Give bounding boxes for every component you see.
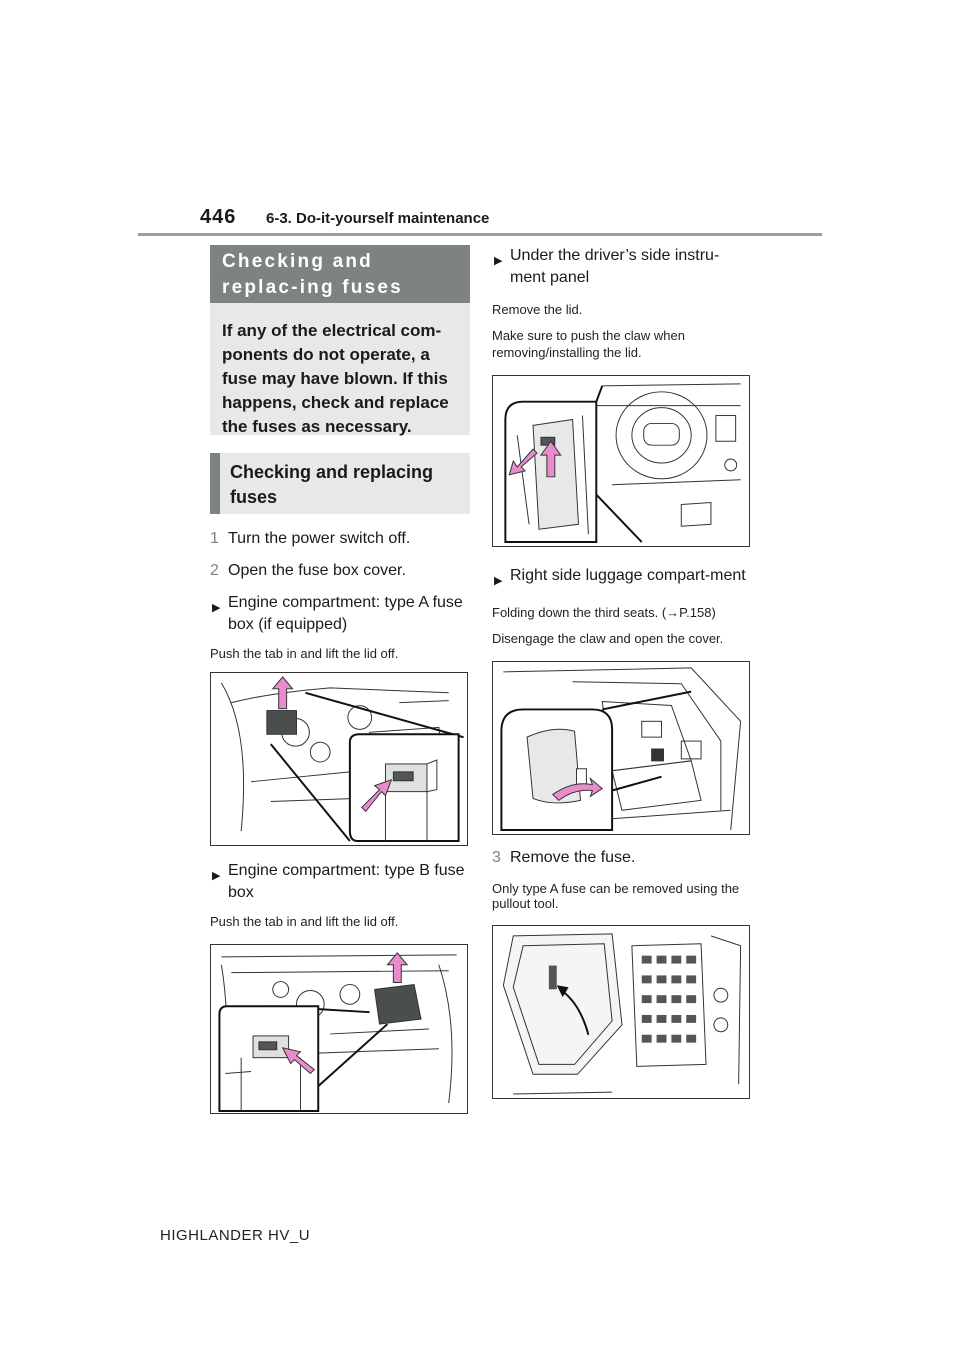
bullet-instrument-panel: ▶ Under the driver’s side instru-ment pa…: [492, 245, 750, 289]
luggage-compartment-illustration: [500, 667, 742, 832]
bullet-luggage: ▶ Right side luggage compart-ment: [492, 565, 750, 592]
step-text: Open the fuse box cover.: [228, 562, 406, 579]
pink-arrow-icon: [271, 676, 294, 710]
triangle-right-icon: ▶: [212, 602, 221, 614]
step-text: Turn the power switch off.: [228, 530, 411, 547]
fuse-box-interior-illustration: [502, 933, 742, 1095]
note-panel-1: Remove the lid.: [492, 302, 583, 317]
section-heading: Checking and replac-ing fuses: [210, 245, 470, 303]
pink-arrow-icon: [281, 1047, 316, 1075]
step-number: 2: [210, 562, 219, 579]
arrow-head: [556, 985, 569, 998]
instrument-panel-illustration: [504, 383, 741, 544]
curved-arrow-icon: [562, 990, 590, 1035]
step-2: 2 Open the fuse box cover.: [210, 560, 470, 582]
step-number: 3: [492, 849, 501, 866]
pink-arrow-icon: [508, 448, 538, 476]
step-text: Remove the fuse.: [510, 849, 636, 866]
note-luggage-1: Folding down the third seats. (→P.158): [492, 605, 716, 620]
page-number: 446: [200, 206, 237, 228]
figure-type-a-fuse-box: [210, 672, 468, 846]
right-column: ▶ Under the driver’s side instru-ment pa…: [492, 245, 750, 1099]
note-step-3: Only type A fuse can be removed using th…: [492, 881, 740, 911]
engine-compartment-illustration-a: [220, 676, 464, 843]
step-1: 1 Turn the power switch off.: [210, 528, 470, 550]
triangle-right-icon: ▶: [494, 255, 503, 267]
bullet-type-a: ▶ Engine compartment: type A fuse box (i…: [210, 592, 470, 636]
step-number: 1: [210, 530, 219, 547]
bullet-text: Under the driver’s side instru-ment pane…: [510, 247, 720, 286]
engine-compartment-illustration-b: [218, 952, 457, 1113]
figure-type-b-fuse-box: [210, 944, 468, 1114]
footer-model: HIGHLANDER HV_U: [160, 1227, 311, 1244]
bullet-text: Engine compartment: type B fuse box: [228, 862, 465, 901]
note-type-a: Push the tab in and lift the lid off.: [210, 646, 399, 661]
header-rule: [138, 233, 822, 236]
bullet-text: Engine compartment: type A fuse box (if …: [228, 594, 463, 633]
figure-instrument-panel: [492, 375, 750, 547]
section-title: 6-3. Do-it-yourself maintenance: [266, 210, 490, 227]
triangle-right-icon: ▶: [212, 870, 221, 882]
triangle-right-icon: ▶: [494, 575, 503, 587]
note-type-b: Push the tab in and lift the lid off.: [210, 914, 399, 929]
pink-arrow-icon: [361, 778, 393, 813]
pink-arrow-icon: [552, 777, 604, 802]
subheading: Checking and replacing fuses: [210, 453, 470, 514]
note-luggage-2: Disengage the claw and open the cover.: [492, 631, 724, 646]
step-3: 3 Remove the fuse.: [492, 847, 750, 869]
bullet-type-b: ▶ Engine compartment: type B fuse box: [210, 860, 470, 904]
bullet-text: Right side luggage compart-ment: [510, 567, 746, 584]
figure-luggage-compartment: [492, 661, 750, 835]
zoom-callout: [218, 1005, 320, 1113]
intro-box: If any of the electrical com-ponents do …: [210, 303, 470, 436]
note-panel-2: Make sure to push the claw when removing…: [492, 328, 685, 360]
pink-arrow-icon: [539, 440, 562, 478]
pink-arrow-icon: [386, 952, 409, 984]
figure-fuse-removal: [492, 925, 750, 1099]
left-column: Checking and replac-ing fuses If any of …: [210, 245, 470, 1114]
